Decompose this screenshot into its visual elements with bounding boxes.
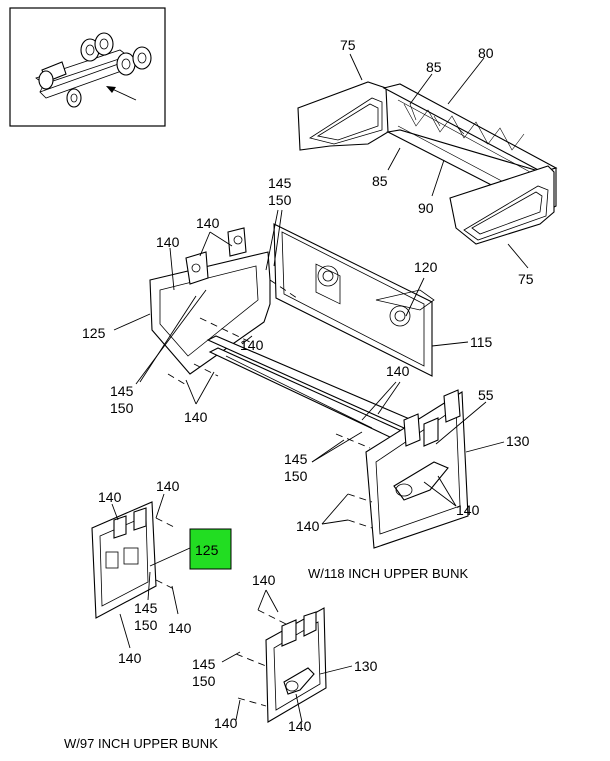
callout-label[interactable]: 150: [110, 400, 134, 416]
callout-label[interactable]: 140: [184, 409, 208, 425]
callout-label[interactable]: 150: [268, 192, 292, 208]
callout-label[interactable]: 145: [268, 175, 292, 191]
callout-label[interactable]: 145: [192, 656, 216, 672]
callout-label[interactable]: 125: [82, 325, 106, 341]
callout-label[interactable]: 140: [252, 572, 276, 588]
callout-label[interactable]: 80: [478, 45, 494, 61]
callout-label[interactable]: 150: [134, 617, 158, 633]
callout-label[interactable]: 140: [296, 518, 320, 534]
callout-label[interactable]: 140: [386, 363, 410, 379]
callout-label[interactable]: 115: [470, 334, 493, 350]
upper-bunk-frame-assembly: [297, 81, 558, 245]
callout-label[interactable]: 140: [98, 489, 122, 505]
caption-118-inch-bunk: W/118 INCH UPPER BUNK: [308, 566, 468, 581]
callout-label[interactable]: 75: [518, 271, 534, 287]
truck-chassis-icon: [35, 32, 152, 108]
callout-label[interactable]: 140: [240, 337, 264, 353]
callout-labels: 75 85 80 85 90 75 145 150 140 140 120 12…: [82, 37, 534, 734]
callout-label[interactable]: 140: [288, 718, 312, 734]
locator-inset: [9, 7, 166, 127]
callout-label[interactable]: 140: [214, 715, 238, 731]
callout-label[interactable]: 75: [340, 37, 356, 53]
callout-label[interactable]: 140: [156, 478, 180, 494]
bunk-floor-strip: [206, 335, 413, 439]
callout-label[interactable]: 150: [192, 673, 216, 689]
callout-label[interactable]: 145: [284, 451, 308, 467]
callout-label[interactable]: 140: [196, 215, 220, 231]
callout-label[interactable]: 90: [418, 200, 434, 216]
callout-label[interactable]: 140: [118, 650, 142, 666]
callout-label[interactable]: 140: [456, 502, 480, 518]
callout-label[interactable]: 145: [134, 600, 158, 616]
callout-label[interactable]: 140: [168, 620, 192, 636]
right-side-panel: [365, 389, 469, 549]
callout-label[interactable]: 150: [284, 468, 308, 484]
callout-label[interactable]: 130: [506, 433, 530, 449]
highlight-box: [189, 528, 232, 570]
arrow-icon: [106, 86, 137, 101]
callout-label[interactable]: 55: [478, 387, 494, 403]
callout-label[interactable]: 85: [426, 59, 442, 75]
callout-label[interactable]: 145: [110, 383, 134, 399]
caption-97-inch-bunk: W/97 INCH UPPER BUNK: [64, 736, 218, 751]
callout-label[interactable]: 130: [354, 658, 378, 674]
rear-wall-panel: [273, 223, 435, 377]
lower-left-panel: [91, 501, 157, 619]
leader-lines: [111, 53, 529, 723]
callout-label highlighted[interactable]: 125: [195, 542, 219, 558]
callout-label[interactable]: 140: [156, 234, 180, 250]
lower-right-panel: [265, 607, 327, 723]
callout-label[interactable]: 120: [414, 259, 438, 275]
callout-label[interactable]: 85: [372, 173, 388, 189]
